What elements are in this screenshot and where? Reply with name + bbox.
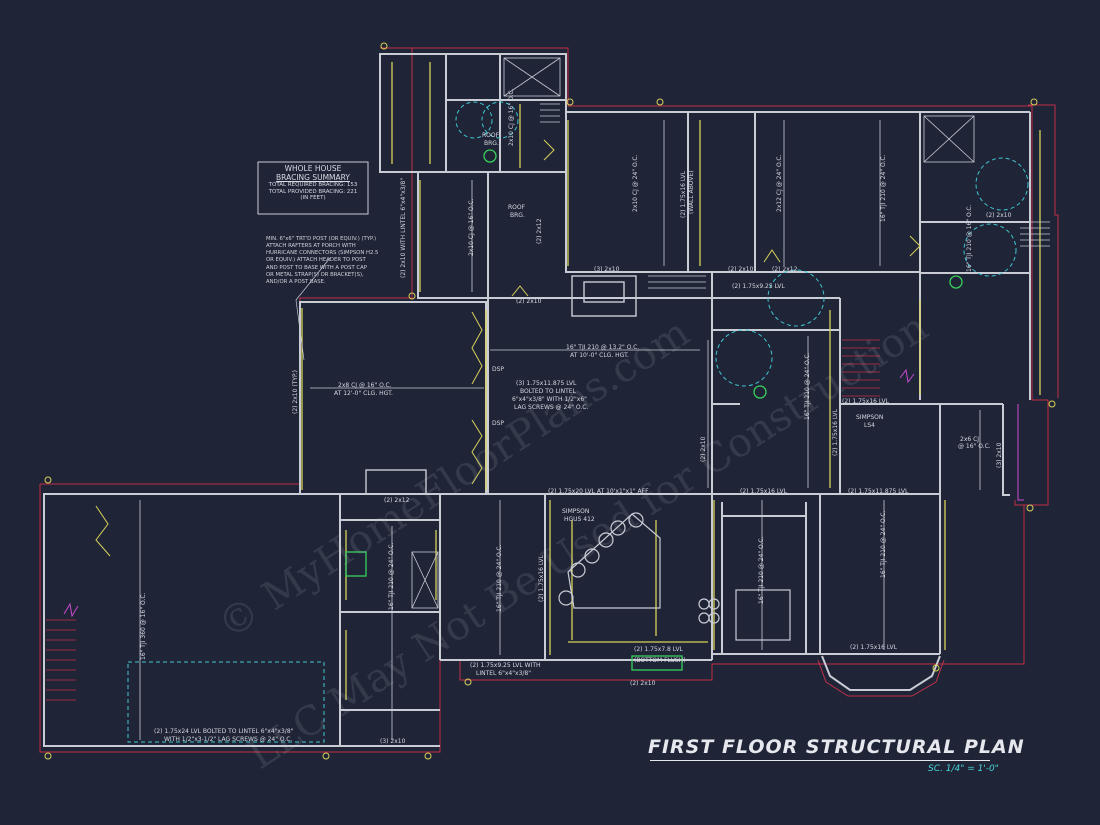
label-joist-main: AT 10'-0" CLG. HGT. (570, 352, 629, 359)
fireplace (365, 275, 637, 495)
fixture-dashes (127, 101, 1029, 743)
stair-treads (46, 339, 880, 701)
label-lvl-flush: (2) 1.75x7.8 LVL (634, 646, 683, 653)
label-lvl-mid: (3) 1.75x11.875 LVL (516, 380, 577, 387)
post-note-line: OR METAL STRAP(S) OR BRACKET(S), (266, 271, 364, 278)
label-lvl-mid: LAG SCREWS @ 24" O.C. (514, 404, 589, 411)
label-vertical: (WALL ABOVE) (688, 170, 695, 214)
label-lvl-porch: (2) 1.75x9.25 LVL WITH (470, 662, 541, 669)
scale-label: SC. 1/4" = 1'-0" (928, 764, 999, 774)
label-header: (3) 2x10 (594, 266, 620, 273)
label-vertical: 16" TJI 360 @ 16" O.C. (140, 592, 147, 660)
title-underline (650, 760, 990, 761)
bracing-summary: WHOLE HOUSE BRACING SUMMARY TOTAL REQUIR… (258, 164, 368, 201)
label-vertical: 2x10 CJ @ 24" O.C. (632, 154, 639, 212)
label-vertical: 16" TJI 210 @ 24" O.C. (880, 510, 887, 578)
green-fixtures (345, 149, 963, 671)
label-vertical: 16" TJI 210 @ 24" O.C. (388, 542, 395, 610)
post-note-line: OR EQUIV.) ATTACH HEADER TO POST (266, 257, 366, 264)
bracing-heading-1: WHOLE HOUSE (284, 164, 342, 173)
note-leader (295, 257, 331, 361)
label-vertical: 16" TJI 210 @ 24" O.C. (496, 544, 503, 612)
shower-boxes (411, 57, 975, 609)
label-vertical: 2x12 CJ @ 24" O.C. (776, 154, 783, 212)
bracing-required: TOTAL REQUIRED BRACING: 153 (268, 182, 358, 189)
label-cj-right: 2x6 CJ (960, 436, 980, 443)
label-lvl-porch: LINTEL 6"x4"x3/8" (476, 670, 531, 677)
label-vertical: (2) 1.75x16 LVL (832, 409, 839, 456)
label-lvl-mid: 6"x4"x3/8" WITH 1/2"x6" (512, 396, 587, 403)
label-header: (2) 2x10 (630, 680, 656, 687)
label-lvl-long: (2) 1.75x20 LVL AT 10'x1"x1" AFF (548, 488, 649, 495)
post-note-line: ATTACH RAFTERS AT PORCH WITH (266, 243, 356, 250)
label-vertical: (2) 2x10 (TYP.) (292, 370, 299, 414)
label-lvl-mid: BOLTED TO LINTEL (520, 388, 576, 395)
exterior-outline (39, 47, 1059, 753)
label-lvl-b6: (2) 1.75x16 LVL (842, 398, 889, 405)
page-title: FIRST FLOOR STRUCTURAL PLAN (648, 736, 1025, 758)
label-vertical: (2) 2x12 (536, 218, 543, 244)
post-note-line: MIN. 6"x6" TRT'D POST (OR EQUIV.) (TYP.) (266, 236, 377, 242)
label-roof-brg: BRG. (510, 212, 525, 219)
label-vertical: 2x10 CJ @ 16" O.C. (508, 88, 515, 146)
beam-lines (301, 62, 1041, 700)
label-vertical: (2) 2x10 (700, 436, 707, 462)
label-dsp: DSP (492, 420, 505, 427)
label-header: (2) 2x12 (384, 497, 410, 504)
label-simpson: HGUS 412 (564, 516, 595, 523)
label-roof-brg: ROOF (508, 204, 526, 211)
label-header: (2) 2x10 (728, 266, 754, 273)
label-cj-garage: AT 12'-0" CLG. HGT. (334, 390, 393, 397)
label-simpson: SIMPSON (562, 508, 590, 515)
label-header: (2) 2x10 (986, 212, 1012, 219)
label-vertical: 16" TJI 210 @ 24" O.C. (880, 154, 887, 222)
post-note-line: AND POST TO BASE WITH A POST CAP (266, 264, 367, 271)
treads-right (540, 103, 1050, 289)
label-simpson: LS4 (864, 422, 875, 429)
label-lvl-b3: (2) 1.75x11.875 LVL (848, 488, 909, 495)
label-lvl-b2: (2) 1.75x16 LVL (740, 488, 787, 495)
post-note-line: HURRICANE CONNECTORS (SIMPSON H2.5 (266, 250, 379, 257)
post-markers (44, 42, 1056, 760)
label-cj-garage: 2x8 CJ @ 16" O.C. (338, 382, 392, 389)
label-lvl-b4: (2) 1.75x9.25 LVL (732, 283, 785, 290)
label-dsp: DSP (492, 366, 505, 373)
label-vertical: (3) 2x10 (996, 442, 1003, 468)
label-joist-main: 16" TJI 210 @ 13.2" O.C. (566, 344, 640, 351)
label-header: (3) 2x10 (380, 738, 406, 745)
stair-break-left (63, 602, 79, 618)
door-swings (95, 139, 921, 557)
label-roof-brg: BRG. (484, 140, 499, 147)
label-vertical: (2) 1.75x16 LVL (538, 555, 545, 602)
label-lvl-bottom: (2) 1.75x24 LVL BOLTED TO LINTEL 6"x4"x3… (154, 728, 294, 735)
bay-window (821, 655, 941, 691)
label-lvl-flush: (BOTTOM FLUSH) (634, 657, 686, 664)
label-header: (2) 2x12 (772, 266, 798, 273)
label-lvl-bottom: WITH 1/2"x3-1/2" LAG SCREWS @ 24" O.C. (164, 736, 293, 743)
post-note: MIN. 6"x6" TRT'D POST (OR EQUIV.) (TYP.)… (266, 236, 416, 286)
bracing-provided: TOTAL PROVIDED BRACING: 221 (268, 188, 358, 195)
bracing-units: (IN FEET) (300, 194, 326, 201)
label-vertical: 16" TJI 210 @ 16" O.C. (966, 204, 973, 272)
post-note-line: AND/OR A POST BASE. (266, 278, 326, 285)
bracing-summary-box (257, 161, 369, 215)
label-roof-brg: ROOF (482, 132, 500, 139)
label-cj-right: @ 16" O.C. (958, 443, 991, 450)
walls (43, 53, 1031, 747)
kitchen-island (558, 512, 791, 641)
label-vertical: (2) 1.75x16 LVL (680, 171, 687, 218)
label-header: (2) 2x10 (516, 298, 542, 305)
label-vertical: 2x10 CJ @ 16" O.C. (468, 198, 475, 256)
label-lvl-b5: (2) 1.75x16 LVL (850, 644, 897, 651)
stair-break-right (899, 368, 915, 384)
label-vertical: 16" TJI 210 @ 24" O.C. (758, 536, 765, 604)
span-arrows (139, 120, 981, 740)
label-simpson: SIMPSON (856, 414, 884, 421)
bracing-heading-2: BRACING SUMMARY (276, 172, 350, 182)
magenta-outline (1017, 404, 1024, 501)
label-vertical: 16" TJI 210 @ 24" O.C. (804, 352, 811, 420)
label-vertical: (2) 2x10 WITH LINTEL 6"x4"x3/8" (400, 177, 407, 278)
